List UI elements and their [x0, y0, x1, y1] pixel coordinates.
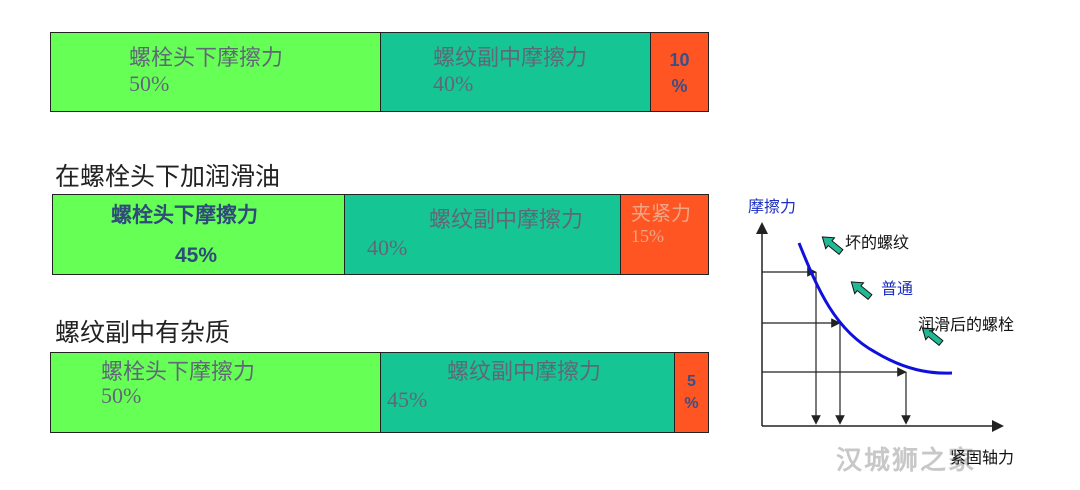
graph-y-label: 摩擦力: [748, 199, 797, 216]
bar-2-clamp-label: 夹紧力: [631, 203, 691, 225]
graph-x-label: 紧固轴力: [950, 450, 1015, 467]
bar-3-bolt-head-segment: 螺栓头下摩擦力 50%: [51, 353, 381, 432]
heading-lubricated: 在螺栓头下加润滑油: [55, 163, 281, 191]
bar-3-remainder-unit: %: [684, 395, 699, 412]
graph-annot-normal: 普通: [881, 281, 914, 298]
bar-2-bolt-head-value: 45%: [175, 244, 218, 267]
bar-1-thread-segment: 螺纹副中摩擦力 40%: [381, 33, 651, 111]
graph-annot-lubricated: 润滑后的螺栓: [918, 317, 1015, 334]
bar-1-bolt-head-label: 螺栓头下摩擦力: [129, 45, 284, 70]
bar-3: 螺栓头下摩擦力 50% 螺纹副中摩擦力 45% 5 %: [50, 352, 709, 433]
bar-1-remainder-value: 10: [669, 50, 690, 70]
bar-3-thread-value: 45%: [387, 387, 428, 412]
bar-2-clamp-segment: 夹紧力 15%: [621, 195, 708, 274]
bar-1-bolt-head-segment: 螺栓头下摩擦力 50%: [51, 33, 381, 111]
bar-1-thread-value: 40%: [433, 71, 474, 96]
bar-3-thread-segment: 螺纹副中摩擦力 45%: [381, 353, 675, 432]
bar-1-remainder-unit: %: [671, 76, 688, 96]
bar-2-thread-label: 螺纹副中摩擦力: [429, 207, 584, 232]
bar-2-clamp-value: 15%: [631, 226, 664, 246]
bar-3-thread-label: 螺纹副中摩擦力: [447, 359, 602, 384]
bar-1: 螺栓头下摩擦力 50% 螺纹副中摩擦力 40% 10 %: [50, 32, 709, 112]
watermark: 汉城狮之家: [836, 445, 977, 475]
arrow-normal-icon: [850, 281, 873, 301]
arrow-bad-thread-icon: [821, 236, 844, 256]
bar-2-bolt-head-label: 螺栓头下摩擦力: [111, 204, 258, 227]
bar-2: 螺栓头下摩擦力 45% 螺纹副中摩擦力 40% 夹紧力 15%: [52, 194, 709, 275]
bar-1-remainder-segment: 10 %: [651, 33, 708, 111]
friction-curve: [797, 242, 953, 375]
bar-3-remainder-value: 5: [687, 373, 696, 390]
bar-3-bolt-head-label: 螺栓头下摩擦力: [101, 359, 256, 384]
bar-1-bolt-head-value: 50%: [129, 71, 170, 96]
bar-2-thread-segment: 螺纹副中摩擦力 40%: [345, 195, 621, 274]
bar-3-bolt-head-value: 50%: [101, 383, 142, 408]
bar-2-bolt-head-segment: 螺栓头下摩擦力 45%: [53, 195, 345, 274]
bar-1-thread-label: 螺纹副中摩擦力: [433, 45, 588, 70]
bar-2-thread-value: 40%: [367, 235, 408, 260]
graph-annot-bad-thread: 坏的螺纹: [845, 235, 910, 252]
heading-impurities: 螺纹副中有杂质: [55, 319, 231, 347]
bar-3-remainder-segment: 5 %: [675, 353, 708, 432]
